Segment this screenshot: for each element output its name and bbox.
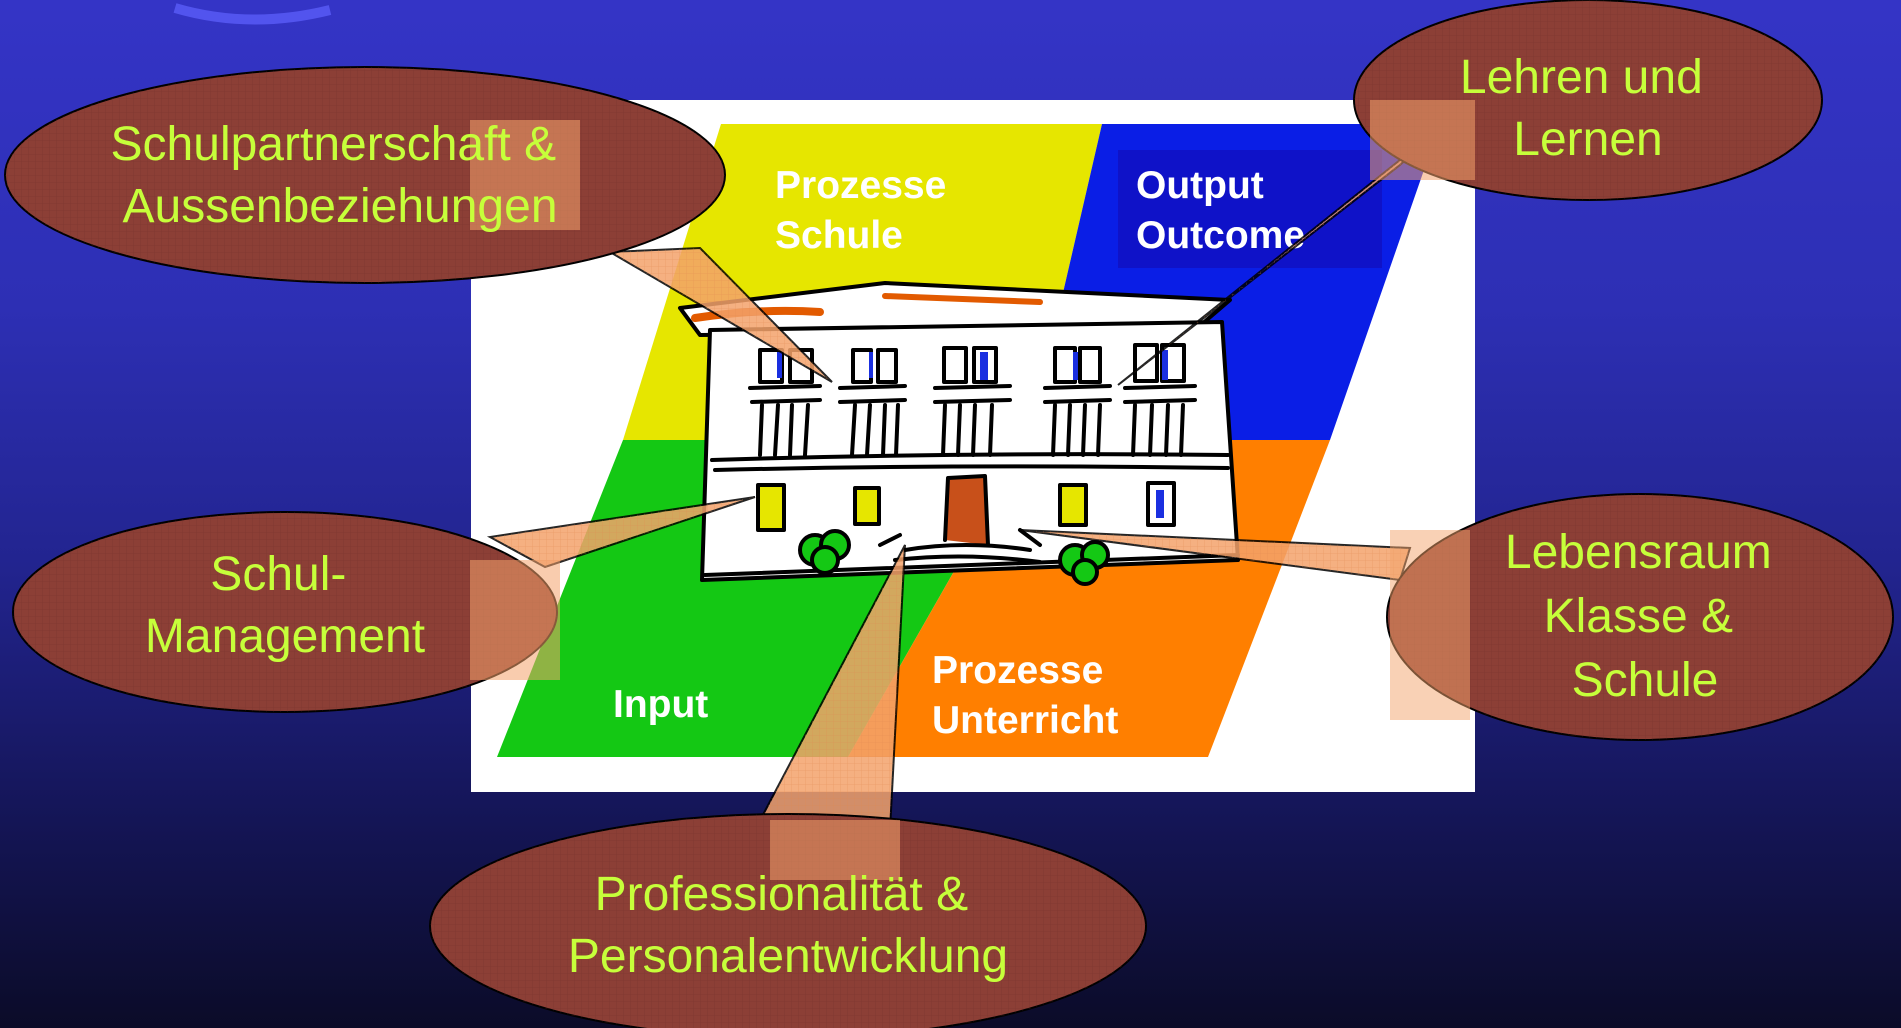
logo-swoosh <box>173 3 332 25</box>
bubble-schulmanagement: Schul- Management <box>12 496 756 713</box>
bubble-lebensraum: Lebensraum Klasse & Schule <box>1019 493 1894 741</box>
label-output-outcome-line1: Output <box>1136 164 1264 207</box>
label-input-line1: Input <box>613 683 708 726</box>
label-prozesse-schule-line1: Prozesse <box>775 164 946 207</box>
bubble-professionalitaet-line1: Professionalität & <box>595 868 969 921</box>
label-output-outcome-line2: Outcome <box>1136 214 1305 257</box>
bubble-lebensraum-text: Lebensraum Klasse & Schule <box>1505 526 1785 707</box>
label-prozesse-unterricht-line2: Unterricht <box>932 699 1118 742</box>
bubble-schulmanagement-line1: Schul- <box>210 548 346 601</box>
label-prozesse-unterricht-line1: Prozesse <box>932 649 1103 692</box>
bubble-schulpartnerschaft-line2: Aussenbeziehungen <box>122 180 557 233</box>
bubble-schulmanagement-text: Schul- Management <box>145 548 425 663</box>
label-prozesse-unterricht: Prozesse Unterricht <box>932 649 1118 742</box>
bubble-lehren-lernen: Lehren und Lernen <box>1117 0 1823 386</box>
bubble-lehren-lernen-text: Lehren und Lernen <box>1460 51 1716 166</box>
bubble-lehren-lernen-line1: Lehren und <box>1460 51 1703 104</box>
bubble-lebensraum-line1: Lebensraum <box>1505 526 1772 579</box>
bubble-schulmanagement-line2: Management <box>145 610 425 663</box>
bubble-professionalitaet-text: Professionalität & Personalentwicklung <box>568 868 1008 983</box>
school-building-icon <box>678 281 1240 586</box>
bubble-schulpartnerschaft-text: Schulpartnerschaft & Aussenbeziehungen <box>111 118 570 233</box>
label-output-outcome: Output Outcome <box>1136 164 1305 257</box>
label-prozesse-schule: Prozesse Schule <box>775 164 957 257</box>
bubble-lebensraum-line2: Klasse & <box>1544 590 1733 643</box>
bubble-professionalitaet-line2: Personalentwicklung <box>568 930 1008 983</box>
bubble-lehren-lernen-line2: Lernen <box>1513 113 1662 166</box>
label-input: Input <box>613 683 708 726</box>
bubble-schulpartnerschaft-line1: Schulpartnerschaft & <box>111 118 557 171</box>
label-prozesse-schule-line2: Schule <box>775 214 903 257</box>
bubble-schulpartnerschaft: Schulpartnerschaft & Aussenbeziehungen <box>4 66 833 383</box>
bubble-lebensraum-line3: Schule <box>1572 654 1719 707</box>
bubble-professionalitaet: Professionalität & Personalentwicklung <box>429 544 1147 1028</box>
